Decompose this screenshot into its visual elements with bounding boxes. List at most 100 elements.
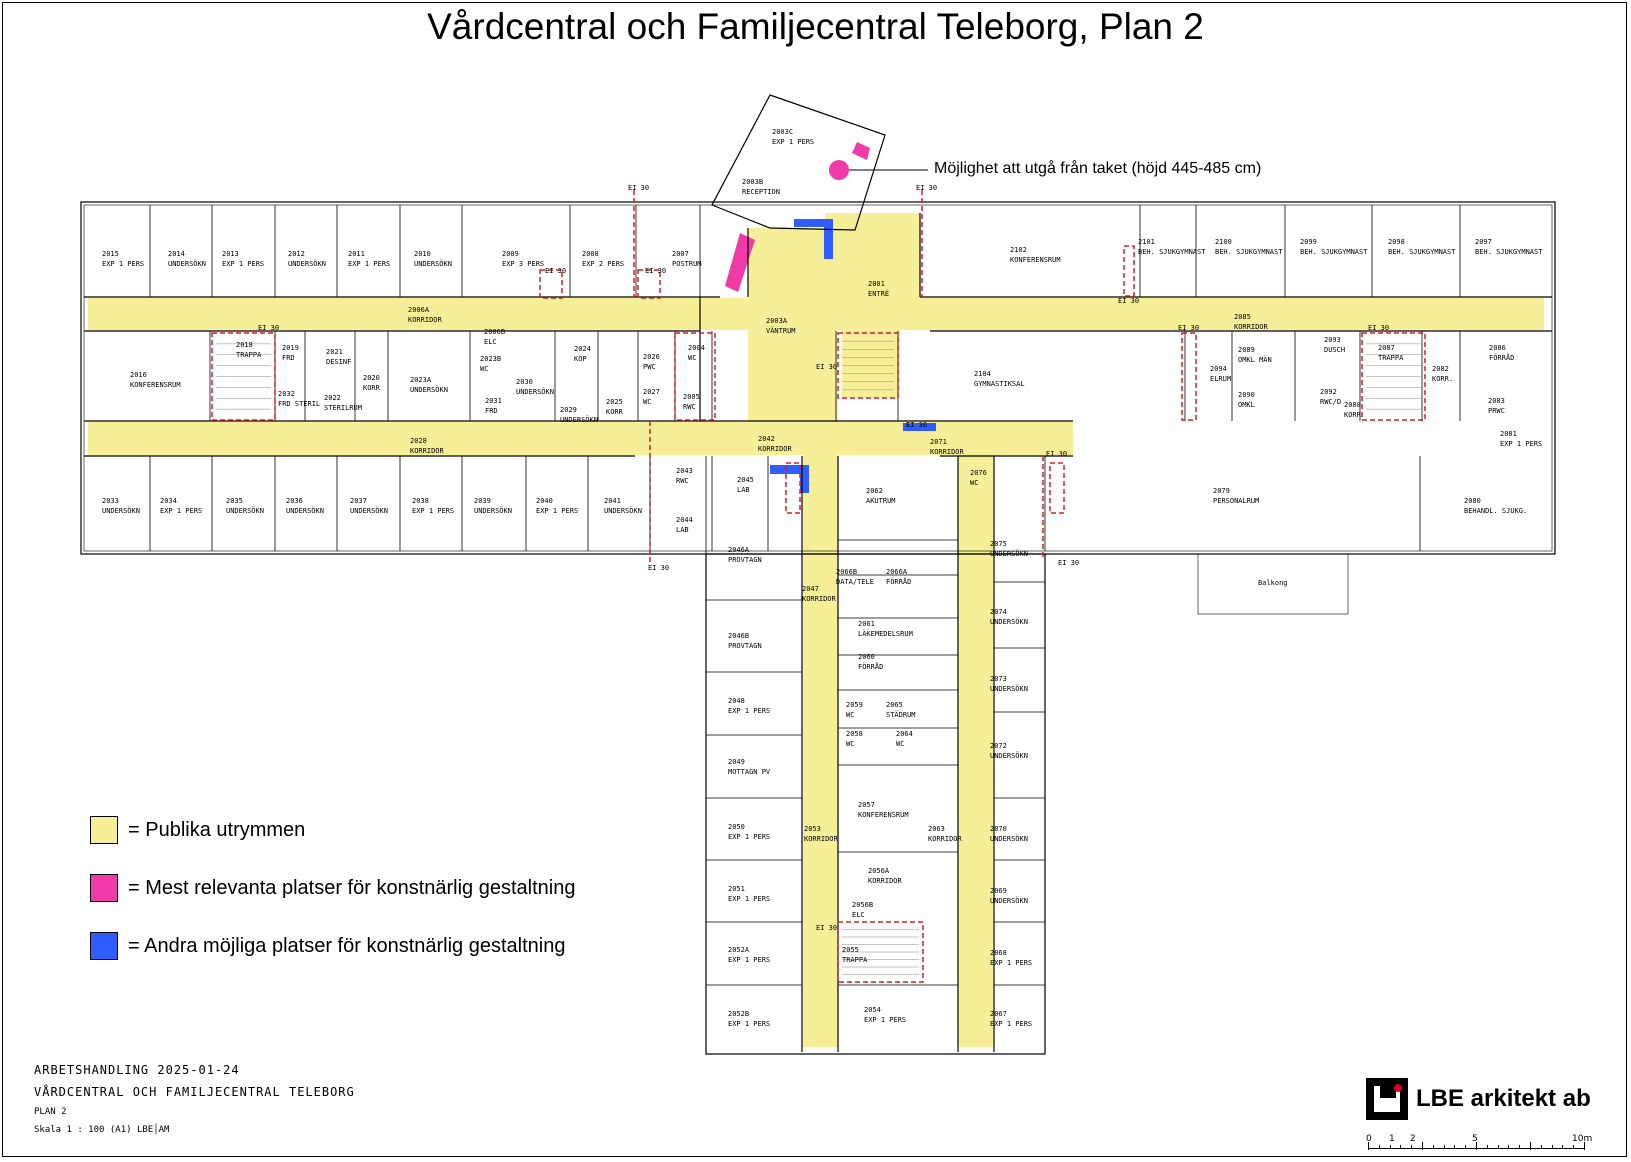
room-name: LAB: [737, 486, 750, 494]
scale-tick: [1476, 1142, 1477, 1150]
scale-tick: [1368, 1142, 1369, 1150]
scale-tick: [1432, 1145, 1434, 1149]
room-number: 2043: [676, 467, 693, 475]
room-number: 2003A: [766, 317, 788, 325]
room-number: 2045: [737, 476, 754, 484]
room-number: 2015: [102, 250, 119, 258]
room-number: 2052A: [728, 946, 750, 954]
room-name: EXP 1 PERS: [772, 138, 814, 146]
room-number: 2100: [1215, 238, 1232, 246]
room-number: 2007: [672, 250, 689, 258]
room-name: UNDERSÖKN: [990, 549, 1028, 558]
room-name: UNDERSÖKN: [350, 506, 388, 515]
fire-shaft: [1181, 332, 1197, 421]
room-name: KORR: [1344, 411, 1362, 419]
room-number: 2098: [1388, 238, 1405, 246]
room-name: KORR.: [1432, 375, 1453, 383]
room-number: 2083: [1488, 397, 1505, 405]
fire-label: EI 30: [816, 363, 837, 371]
room-name: KORR: [606, 408, 624, 416]
legend-possible: = Andra möjliga platser för konstnärlig …: [90, 931, 565, 961]
room-number: 2028: [410, 437, 427, 445]
room-name: UNDERSÖKN: [990, 751, 1028, 760]
room-name: KORRIDOR: [1234, 323, 1269, 331]
legend-possible-label: = Andra möjliga platser för konstnärlig …: [128, 934, 566, 957]
room-number: 2030: [516, 378, 533, 386]
room-name: KOP: [574, 355, 587, 363]
room-name: EXP 1 PERS: [990, 1020, 1032, 1028]
scale-tick: [1465, 1145, 1467, 1149]
room-number: 2023B: [480, 355, 501, 363]
room-name: UNDERSÖKN: [516, 387, 554, 396]
room-number: 2094: [1210, 365, 1227, 373]
scale-tick: [1486, 1145, 1488, 1149]
room-name: WC: [480, 365, 488, 373]
room-number: 2076: [970, 469, 987, 477]
room-number: 2066B: [836, 568, 857, 576]
room-name: UNDERSÖKN: [990, 617, 1028, 626]
room-name: ENTRÉ: [868, 289, 889, 298]
room-number: 2069: [990, 887, 1007, 895]
room-number: 2005: [683, 393, 700, 401]
possible-spot: [800, 465, 809, 493]
room-name: EXP 1 PERS: [536, 507, 578, 515]
room-number: 2022: [324, 394, 341, 402]
room-number: 2061: [858, 620, 875, 628]
room-number: 2003B: [742, 178, 763, 186]
room-name: UNDERSÖKN: [414, 259, 452, 268]
room-name: EXP 1 PERS: [102, 260, 144, 268]
room-name: EXP 1 PERS: [728, 1020, 770, 1028]
room-number: 2082: [1432, 365, 1449, 373]
room-number: 2027: [643, 388, 660, 396]
room-number: 2068: [990, 949, 1007, 957]
scale-tick: [1378, 1145, 1380, 1149]
scale-tick: [1540, 1145, 1542, 1149]
room-number: 2081: [1500, 430, 1517, 438]
public-area: [958, 422, 993, 1047]
public-area: [842, 330, 900, 398]
room-name: TRAPPA: [1378, 354, 1404, 362]
room-name: KONFERENSRUM: [858, 811, 909, 819]
room-name: EXP 1 PERS: [348, 260, 390, 268]
footer-scale: Skala 1 : 100 (A1) LBE│AM: [34, 1125, 170, 1135]
room-name: DATA/TELE: [836, 578, 874, 586]
room-name: FRD: [282, 354, 295, 362]
balcony-outline: [1197, 553, 1349, 615]
legend-public: = Publika utrymmen: [90, 815, 305, 845]
scale-tick: [1443, 1145, 1445, 1149]
room-number: 2059: [846, 701, 863, 709]
room-number: 2089: [1238, 346, 1255, 354]
legend-relevant-swatch: [90, 874, 118, 902]
room-name: STERILRUM: [324, 404, 362, 412]
room-number: 2029: [560, 406, 577, 414]
room-name: FRD STERIL: [278, 400, 320, 408]
fire-shaft: [1123, 245, 1135, 297]
room-name: POSTRUM: [672, 260, 702, 268]
room-number: 2063: [928, 825, 945, 833]
room-number: 2086: [1489, 344, 1506, 352]
stair-2018: [211, 332, 276, 421]
room-number: 2035: [226, 497, 243, 505]
scale-label: 1: [1389, 1134, 1395, 1144]
room-number: 2090: [1238, 391, 1255, 399]
room-number: 2034: [160, 497, 177, 505]
room-number: 2020: [363, 374, 380, 382]
room-number: 2037: [350, 497, 367, 505]
room-number: 2023A: [410, 376, 432, 384]
room-name: VÄNTRUM: [766, 326, 796, 335]
room-number: 2051: [728, 885, 745, 893]
room-number: 2012: [288, 250, 305, 258]
room-name: PERSONALRUM: [1213, 497, 1259, 505]
footer-project: VÅRDCENTRAL OCH FAMILJECENTRAL TELEBORG: [34, 1085, 355, 1099]
scale-tick: [1454, 1145, 1456, 1149]
room-number: 2085: [1234, 313, 1251, 321]
room-name: WC: [846, 740, 854, 748]
room-number: 2041: [604, 497, 621, 505]
room-name: KORRIDOR: [802, 595, 837, 603]
scale-tick: [1519, 1145, 1521, 1149]
room-number: 2102: [1010, 246, 1027, 254]
room-name: RWC: [683, 403, 696, 411]
room-name: STÄDRUM: [886, 710, 916, 719]
scale-tick: [1497, 1145, 1499, 1149]
